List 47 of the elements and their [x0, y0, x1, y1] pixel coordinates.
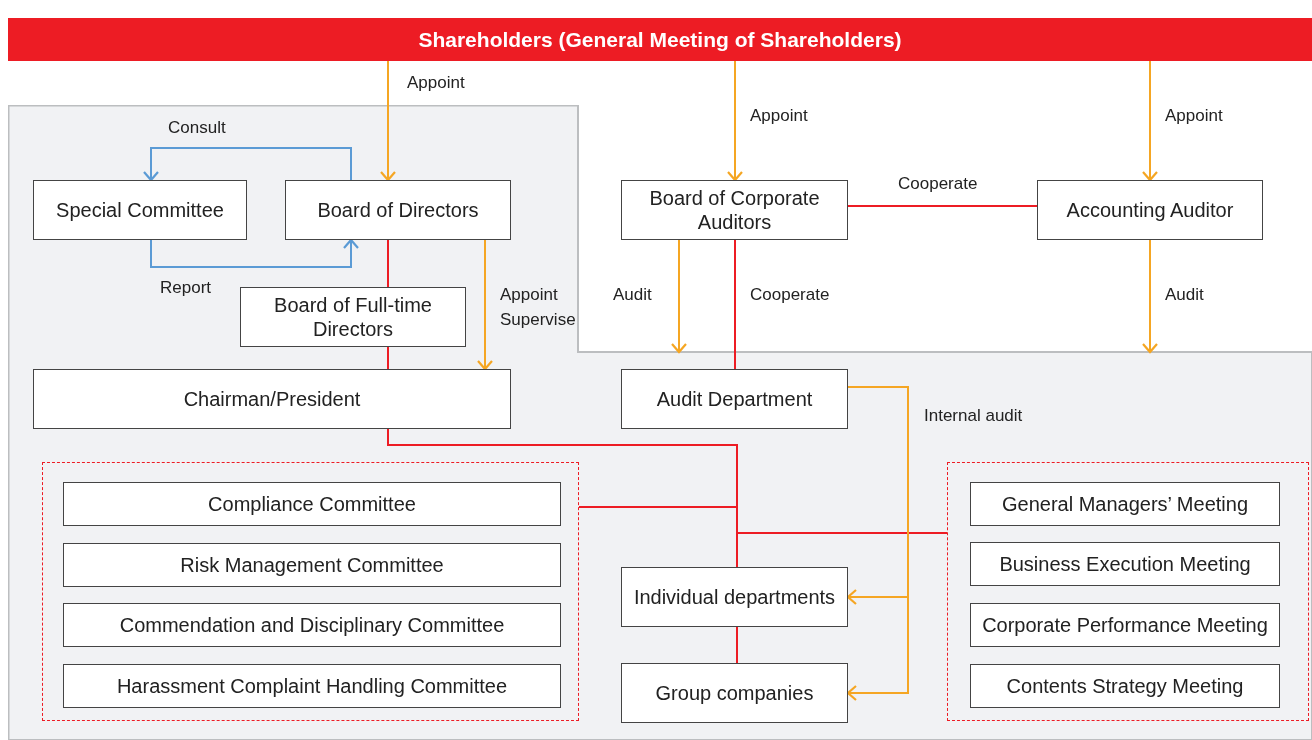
org-box: Group companies [621, 663, 848, 723]
org-box: Board of Corporate Auditors [621, 180, 848, 240]
org-box: Accounting Auditor [1037, 180, 1263, 240]
edge-label: Appoint [406, 72, 466, 94]
org-box: Chairman/President [33, 369, 511, 429]
connector-line [387, 346, 389, 370]
org-box: Special Committee [33, 180, 247, 240]
org-box: Compliance Committee [63, 482, 561, 526]
background-panel [8, 105, 1312, 740]
org-box: Risk Management Committee [63, 543, 561, 587]
connector-line [736, 626, 738, 664]
org-box: General Managers’ Meeting [970, 482, 1280, 526]
arrow [142, 147, 352, 182]
dashed-group-frame [947, 462, 1309, 721]
header-bar: Shareholders (General Meeting of Shareholders) [8, 18, 1312, 61]
org-box: Board of Full-time Directors [240, 287, 466, 347]
org-box: Commendation and Disciplinary Committee [63, 603, 561, 647]
edge-label: Internal audit [923, 405, 1024, 427]
edge-label: Consult [167, 117, 227, 139]
connector-line [847, 205, 1038, 207]
arrow [670, 239, 688, 354]
org-box: Corporate Performance Meeting [970, 603, 1280, 647]
edge-label: Audit [612, 284, 653, 306]
arrow [150, 238, 360, 268]
org-box: Harassment Complaint Handling Committee [63, 664, 561, 708]
edge-label: Cooperate [749, 284, 831, 306]
connector-line [734, 239, 736, 370]
connector-line [736, 532, 948, 568]
arrow [379, 60, 397, 182]
edge-label: Appoint [1164, 105, 1224, 127]
arrow [1141, 239, 1159, 354]
edge-label: Cooperate [897, 173, 979, 195]
edge-label: Appoint Supervise [499, 284, 577, 331]
org-box: Board of Directors [285, 180, 511, 240]
edge-label: Report [159, 277, 213, 299]
connector-line [387, 239, 389, 288]
org-box: Individual departments [621, 567, 848, 627]
org-box: Audit Department [621, 369, 848, 429]
arrow [476, 239, 494, 371]
org-box: Contents Strategy Meeting [970, 664, 1280, 708]
edge-label: Audit [1164, 284, 1205, 306]
arrow [1141, 60, 1159, 182]
arrow [846, 386, 909, 702]
org-box: Business Execution Meeting [970, 542, 1280, 586]
arrow [726, 60, 744, 182]
dashed-group-frame [42, 462, 579, 721]
edge-label: Appoint [749, 105, 809, 127]
